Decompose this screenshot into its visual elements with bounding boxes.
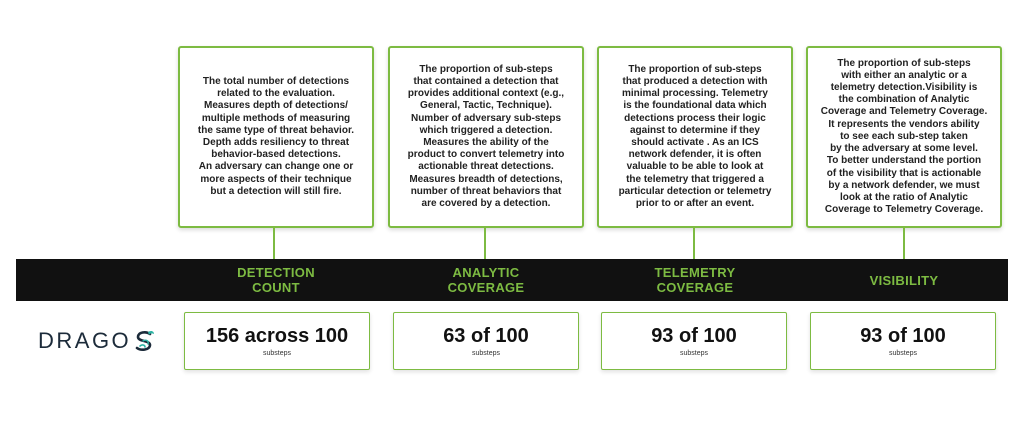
detection-count-value: 156 across 100 bbox=[205, 324, 349, 347]
analytic-coverage-value: 63 of 100 bbox=[443, 324, 529, 347]
dragos-dragon-s-icon bbox=[135, 330, 155, 351]
detection-count-label-line2: COUNT bbox=[252, 280, 300, 295]
visibility-description: The proportion of sub-steps with either … bbox=[820, 57, 988, 216]
telemetry-coverage-stat-box: 93 of 100 substeps bbox=[601, 312, 787, 370]
telemetry-coverage-connector bbox=[693, 226, 695, 260]
visibility-value: 93 of 100 bbox=[860, 324, 946, 347]
analytic-coverage-unit: substeps bbox=[471, 349, 501, 357]
telemetry-coverage-description-box: The proportion of sub-steps that produce… bbox=[597, 46, 793, 228]
telemetry-coverage-unit: substeps bbox=[679, 349, 709, 357]
visibility-stat-box: 93 of 100 substeps bbox=[810, 312, 996, 370]
detection-count-label-line1: DETECTION bbox=[237, 265, 315, 280]
analytic-coverage-description: The proportion of sub-steps that contain… bbox=[407, 63, 565, 210]
detection-count-unit: substeps bbox=[262, 349, 292, 357]
dragos-logo: DRAGO bbox=[38, 326, 155, 356]
analytic-coverage-description-box: The proportion of sub-steps that contain… bbox=[388, 46, 584, 228]
analytic-coverage-label: ANALYTIC COVERAGE bbox=[388, 259, 584, 301]
visibility-label: VISIBILITY bbox=[806, 259, 1002, 301]
telemetry-coverage-label-line1: TELEMETRY bbox=[654, 265, 736, 280]
detection-count-connector bbox=[273, 226, 275, 260]
detection-count-description: The total number of detections related t… bbox=[197, 75, 355, 197]
detection-count-stat-box: 156 across 100 substeps bbox=[184, 312, 370, 370]
visibility-connector bbox=[903, 226, 905, 260]
dragos-logo-text: DRAGO bbox=[38, 328, 132, 353]
telemetry-coverage-description: The proportion of sub-steps that produce… bbox=[618, 63, 772, 210]
visibility-description-box: The proportion of sub-steps with either … bbox=[806, 46, 1002, 228]
analytic-coverage-connector bbox=[484, 226, 486, 260]
detection-count-description-box: The total number of detections related t… bbox=[178, 46, 374, 228]
timeline-band bbox=[16, 259, 1008, 301]
telemetry-coverage-value: 93 of 100 bbox=[651, 324, 737, 347]
telemetry-coverage-label: TELEMETRY COVERAGE bbox=[597, 259, 793, 301]
analytic-coverage-label-line2: COVERAGE bbox=[447, 280, 525, 295]
visibility-label-line1: VISIBILITY bbox=[869, 272, 939, 288]
analytic-coverage-label-line1: ANALYTIC bbox=[452, 265, 520, 280]
detection-count-label: DETECTION COUNT bbox=[178, 259, 374, 301]
telemetry-coverage-label-line2: COVERAGE bbox=[656, 280, 734, 295]
analytic-coverage-stat-box: 63 of 100 substeps bbox=[393, 312, 579, 370]
visibility-unit: substeps bbox=[888, 349, 918, 357]
